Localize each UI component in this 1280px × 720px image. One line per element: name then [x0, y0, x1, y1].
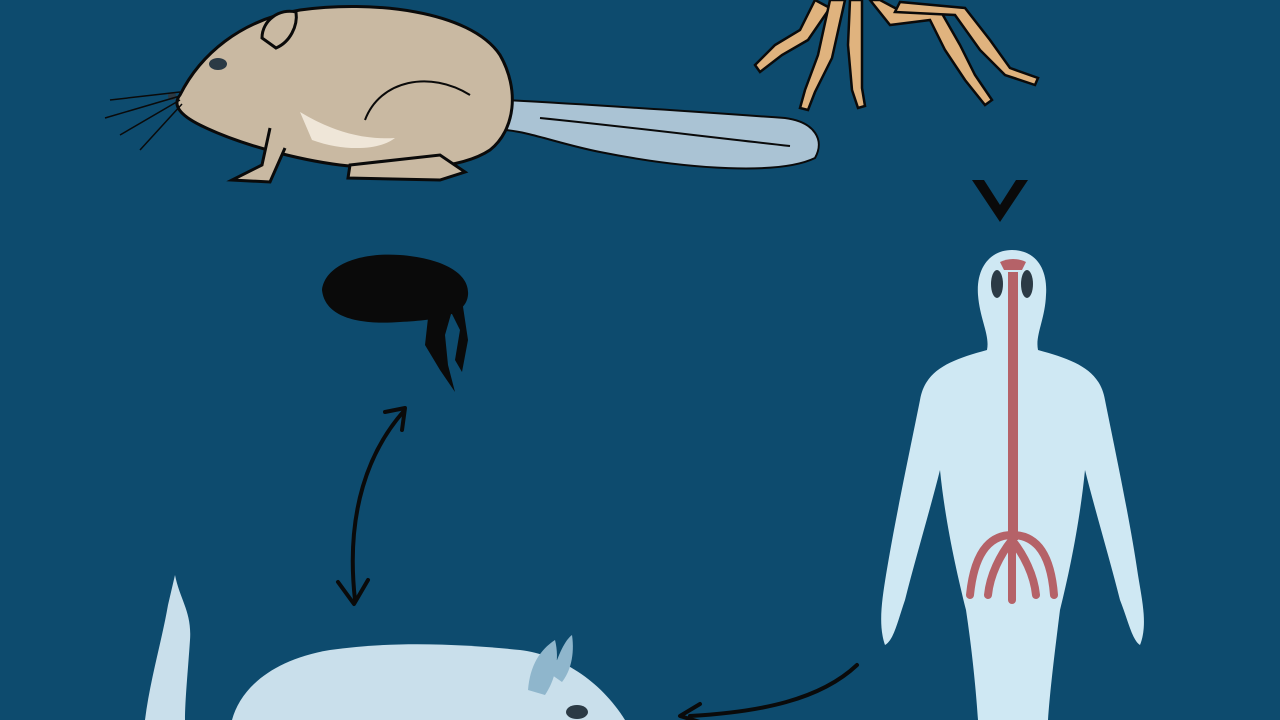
cycle-arrows: [336, 406, 859, 720]
arrowhead-left-icon: [678, 702, 702, 720]
rodent-illustration: [104, 4, 820, 184]
arrowhead-down-icon: [336, 578, 370, 606]
chevron-down-icon: [972, 180, 1028, 222]
arrowhead-up-icon: [383, 406, 407, 432]
arrow-human-animal: [688, 663, 859, 718]
pale-animal-illustration: [145, 575, 625, 720]
human-figure-illustration: [881, 250, 1144, 720]
flea-illustration: [322, 254, 469, 392]
spider-legs-illustration: [753, 0, 1040, 112]
double-arrow-flea-animal: [350, 410, 405, 602]
